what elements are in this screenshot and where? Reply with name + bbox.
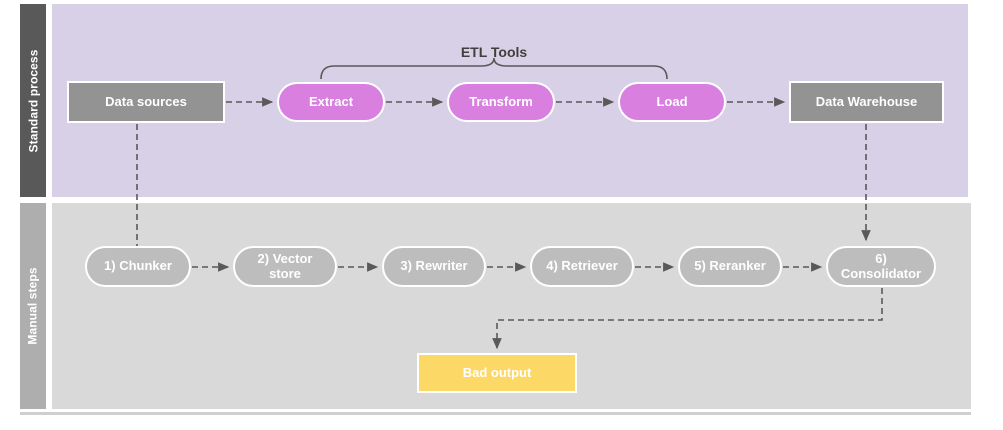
node-transform[interactable]: Transform (447, 82, 555, 122)
node-data-sources-label: Data sources (105, 93, 187, 109)
node-vector-store-label: 2) Vector store (257, 250, 313, 281)
node-consolidator-label: 6) Consolidator (840, 250, 922, 281)
lane-label-manual-steps: Manual steps (20, 203, 46, 409)
node-data-warehouse[interactable]: Data Warehouse (789, 81, 944, 123)
node-vector-store[interactable]: 2) Vector store (233, 246, 337, 287)
node-retriever-label: 4) Retriever (546, 258, 618, 274)
lane-label-standard-process-text: Standard process (26, 49, 40, 152)
etl-tools-label: ETL Tools (460, 44, 528, 60)
node-chunker[interactable]: 1) Chunker (85, 246, 191, 287)
node-reranker[interactable]: 5) Reranker (678, 246, 782, 287)
bottom-divider (20, 412, 971, 415)
node-load-label: Load (656, 93, 688, 109)
node-consolidator[interactable]: 6) Consolidator (826, 246, 936, 287)
lane-label-standard-process: Standard process (20, 4, 46, 197)
node-extract-label: Extract (308, 93, 354, 109)
node-reranker-label: 5) Reranker (694, 258, 766, 274)
node-data-warehouse-label: Data Warehouse (815, 93, 918, 109)
node-load[interactable]: Load (618, 82, 726, 122)
node-bad-output-label: Bad output (462, 364, 532, 380)
node-retriever[interactable]: 4) Retriever (530, 246, 634, 287)
node-transform-label: Transform (469, 93, 533, 109)
node-chunker-label: 1) Chunker (104, 258, 172, 274)
node-bad-output[interactable]: Bad output (417, 353, 577, 393)
node-data-sources[interactable]: Data sources (67, 81, 225, 123)
node-rewriter[interactable]: 3) Rewriter (382, 246, 486, 287)
lane-label-manual-steps-text: Manual steps (26, 267, 41, 345)
node-extract[interactable]: Extract (277, 82, 385, 122)
node-rewriter-label: 3) Rewriter (400, 258, 468, 274)
